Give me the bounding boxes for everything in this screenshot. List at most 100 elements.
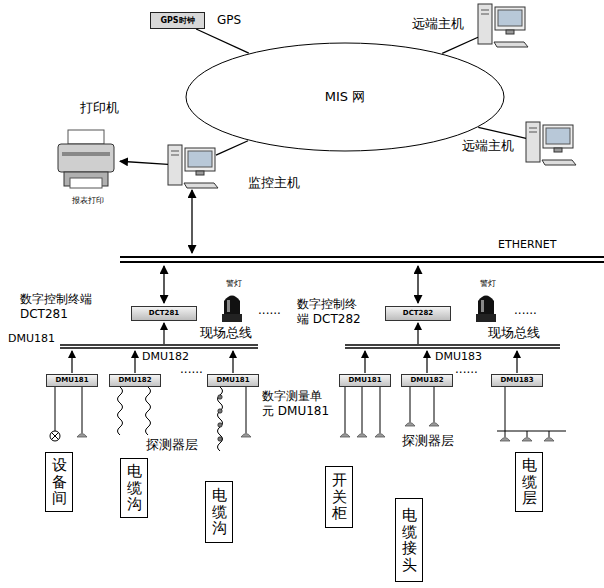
- annotation-label: 数字控制终端 DCT281: [20, 292, 110, 322]
- connector: [191, 190, 192, 253]
- connector: [442, 37, 478, 53]
- box-text: GPS时钟: [160, 16, 194, 26]
- box-text: DCT282: [403, 309, 433, 317]
- dmu-arrow: [71, 351, 72, 373]
- field-bus-line: [60, 347, 258, 349]
- device-box: DMU182: [109, 374, 161, 387]
- box-text: DCT281: [149, 309, 179, 317]
- device-box: DMU183: [491, 374, 543, 387]
- field-bus-line: [60, 344, 258, 346]
- device-box: DCT281: [131, 306, 197, 321]
- bus-arrow: [417, 323, 418, 344]
- device-box: 电缆沟: [205, 481, 233, 543]
- bus-arrow: [163, 323, 164, 344]
- box-text: DMU182: [410, 376, 443, 384]
- detector-icon: [357, 434, 367, 438]
- detector-icon: [375, 434, 385, 438]
- box-text: DMU183: [500, 376, 533, 384]
- monitor-computer-icon: [168, 145, 218, 188]
- detector-icon: [340, 434, 350, 438]
- box-text: DMU182: [118, 376, 151, 384]
- node-heading: 监控主机: [248, 175, 300, 191]
- printer-icon: [58, 130, 114, 188]
- device-box: DCT282: [385, 306, 451, 321]
- detector-wire: [497, 431, 566, 432]
- device-icon: 远端主机: [478, 4, 528, 48]
- detector-wire: [505, 431, 506, 437]
- detector-wire: [55, 387, 56, 431]
- remote-computer-icon: [478, 4, 528, 47]
- remote-computer-icon: [526, 122, 576, 165]
- device-box: 设备间: [45, 452, 73, 512]
- detector-wire: [549, 431, 550, 437]
- device-box: 开关柜: [325, 466, 353, 528]
- box-text: 开关柜: [332, 472, 347, 522]
- alarm-lamp-icon: [476, 296, 496, 323]
- annotation-label: DMU181: [8, 332, 55, 346]
- annotation-label: 数字控制终 端 DCT282: [297, 297, 367, 327]
- device-box: DMU181: [207, 374, 259, 387]
- dmu-arrow: [516, 351, 517, 373]
- detector-icon: [405, 423, 415, 427]
- detector-wire: [362, 387, 363, 433]
- detector-wire: [246, 387, 247, 433]
- lamp-detector-symbol: [50, 431, 60, 441]
- annotation-label: 现场总线: [488, 325, 540, 341]
- detector-wire: [505, 387, 506, 431]
- annotation-label: ......: [258, 303, 281, 318]
- detector-icon: [500, 438, 510, 442]
- network-ellipse: MIS 网: [185, 42, 505, 152]
- box-text: 电缆沟: [212, 487, 227, 537]
- box-text: 设备间: [52, 457, 67, 507]
- alarm-lamp-icon: [222, 296, 242, 323]
- annotation-label: ......: [455, 362, 478, 377]
- connector: [478, 127, 526, 138]
- dmu-arrow: [232, 351, 233, 373]
- box-text: 电缆层: [522, 457, 537, 507]
- node-heading: GPS: [217, 13, 241, 27]
- node-heading: 远端主机: [412, 16, 464, 32]
- connector: [120, 161, 168, 164]
- connector: [216, 141, 248, 155]
- sensor-dot: [218, 395, 222, 399]
- box-text: 电缆沟: [127, 463, 142, 513]
- annotation-label: 现场总线: [200, 325, 252, 341]
- detector-icon: [241, 434, 251, 438]
- detector-wire: [410, 387, 411, 422]
- device-icon: 远端主机: [526, 122, 576, 166]
- sensor-dot: [218, 437, 222, 441]
- connector: [417, 266, 418, 303]
- node-heading: 打印机: [80, 100, 119, 116]
- detector-icon: [429, 423, 439, 427]
- device-box: DMU181: [339, 374, 391, 387]
- sensor-dot: [218, 423, 222, 427]
- annotation-label: 警灯: [226, 279, 242, 289]
- sensor-dot: [218, 409, 222, 413]
- detector-wire: [82, 387, 83, 433]
- annotation-label: DMU183: [435, 350, 482, 364]
- device-box: 电缆接头: [395, 498, 423, 582]
- connector: [196, 29, 249, 53]
- detector-wire: [527, 431, 528, 437]
- sensing-cable: [146, 387, 151, 435]
- device-icon: 打印机报表打印: [55, 128, 117, 190]
- field-bus-line: [345, 347, 560, 349]
- annotation-label: 数字测量单 元 DMU181: [262, 389, 332, 419]
- node-heading: 远端主机: [462, 138, 514, 154]
- annotation-label: ......: [180, 362, 203, 377]
- connector: [163, 266, 164, 303]
- sensing-cable: [218, 387, 223, 451]
- box-text: DMU181: [55, 376, 88, 384]
- dmu-arrow: [364, 351, 365, 373]
- detector-wire: [434, 387, 435, 422]
- box-text: DMU181: [216, 376, 249, 384]
- detector-icon: [77, 434, 87, 438]
- annotation-label: DMU182: [142, 350, 189, 364]
- annotation-label: 警灯: [480, 279, 496, 289]
- sensing-cable: [118, 387, 123, 435]
- detector-wire: [380, 387, 381, 433]
- device-box: DMU181: [46, 374, 98, 387]
- field-bus-line: [345, 344, 560, 346]
- box-text: DMU181: [348, 376, 381, 384]
- detector-icon: [522, 438, 532, 442]
